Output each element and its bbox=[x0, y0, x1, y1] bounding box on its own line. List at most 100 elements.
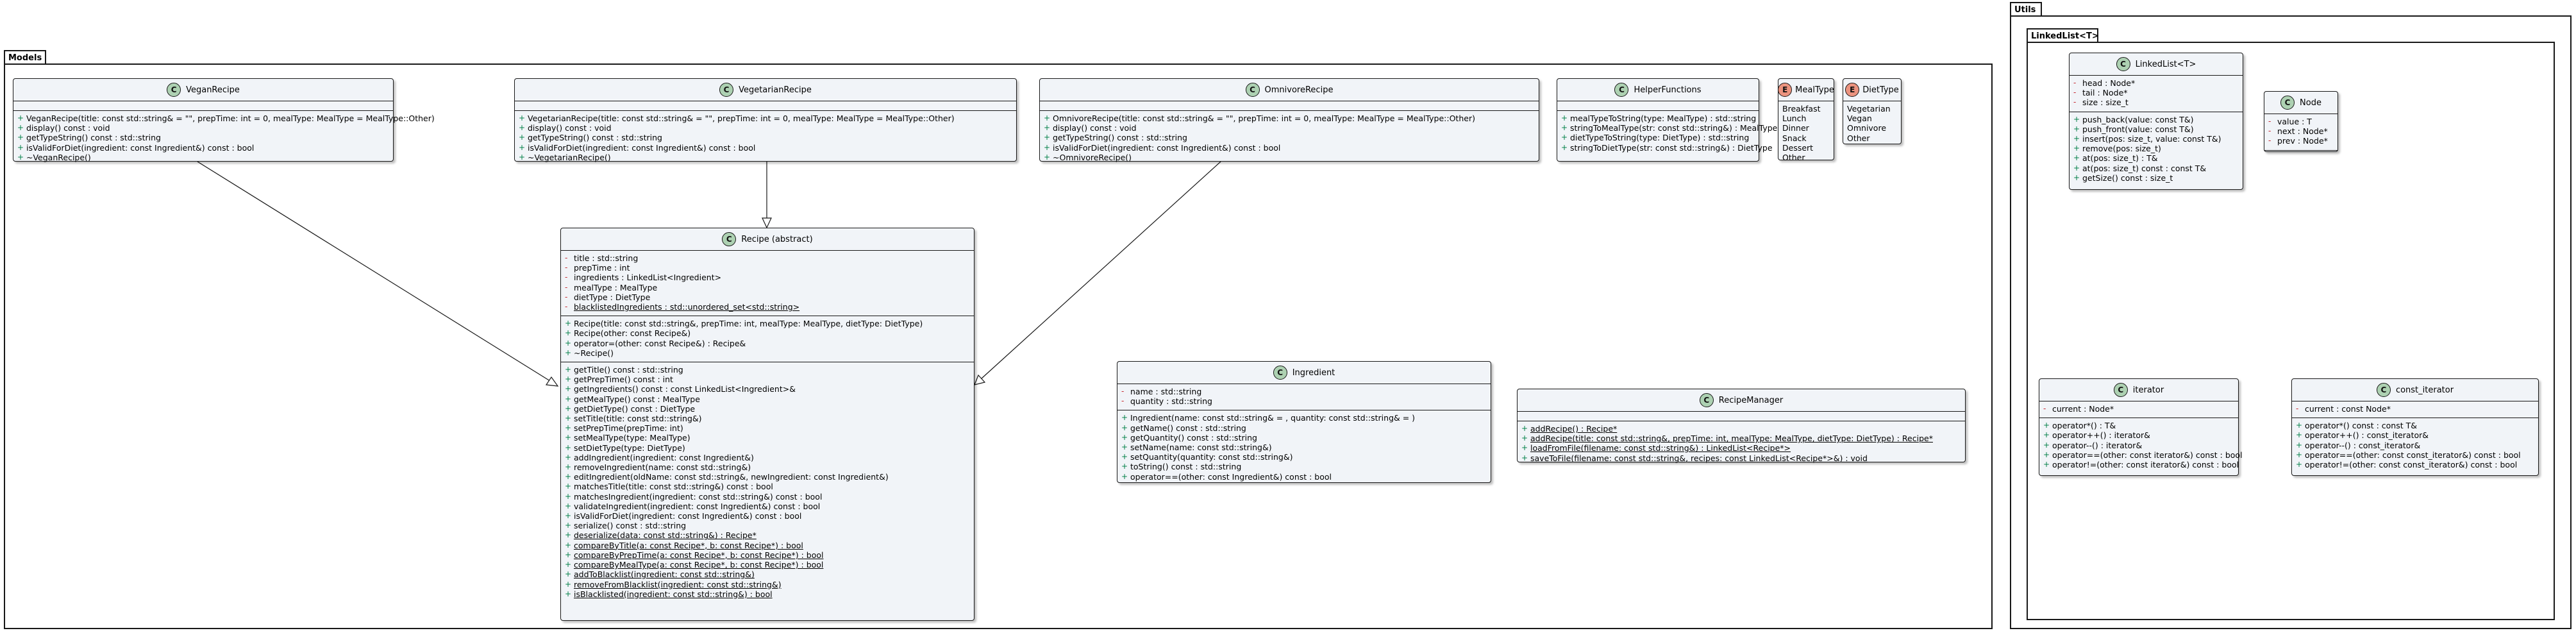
member-text: setQuantity(quantity: const std::string&… bbox=[1130, 452, 1293, 462]
member-text: next : Node* bbox=[2277, 126, 2328, 137]
member-text: isValidForDiet(ingredient: const Ingredi… bbox=[26, 142, 255, 153]
class-name: VegetarianRecipe bbox=[739, 85, 812, 95]
public-visibility-icon: + bbox=[1044, 114, 1051, 122]
member-row: +getPrepTime() const : int bbox=[565, 375, 970, 384]
public-visibility-icon: + bbox=[565, 328, 572, 338]
methods-section: +getTitle() const : std::string+getPrepT… bbox=[561, 362, 974, 603]
member-row: +setPrepTime(prepTime: int) bbox=[565, 423, 970, 433]
attributes-section bbox=[1040, 101, 1539, 110]
enum-value: Vegan bbox=[1847, 114, 1872, 124]
member-text: operator==(other: const const_iterator&)… bbox=[2305, 450, 2521, 460]
member-row: -value : T bbox=[2268, 117, 2334, 126]
private-visibility-icon: - bbox=[2268, 136, 2271, 146]
member-text: isValidForDiet(ingredient: const Ingredi… bbox=[528, 142, 756, 153]
attributes-section: -name : std::string-quantity : std::stri… bbox=[1117, 384, 1491, 410]
public-visibility-icon: + bbox=[2073, 163, 2080, 173]
attributes-section: -current : const Node* bbox=[2292, 401, 2538, 418]
class-badge-icon: C bbox=[1273, 366, 1287, 380]
member-text: operator--() : const_iterator& bbox=[2305, 440, 2421, 450]
member-row: +getTypeString() const : std::string bbox=[1044, 133, 1535, 142]
package-linkedlist-tab: LinkedList<T> bbox=[2027, 28, 2099, 42]
methods-section: +addRecipe() : Recipe*+addRecipe(title: … bbox=[1518, 421, 1965, 467]
member-text: ingredients : LinkedList<Ingredient> bbox=[574, 273, 722, 283]
member-text: addToBlacklist(ingredient: const std::st… bbox=[574, 570, 755, 580]
public-visibility-icon: + bbox=[1121, 432, 1128, 442]
member-row: +addRecipe() : Recipe* bbox=[1521, 424, 1961, 434]
public-visibility-icon: + bbox=[2073, 124, 2080, 133]
private-visibility-icon: - bbox=[2268, 117, 2271, 126]
public-visibility-icon: + bbox=[1521, 424, 1528, 433]
public-visibility-icon: + bbox=[2043, 440, 2050, 450]
member-row: +push_back(value: const T&) bbox=[2073, 115, 2239, 124]
public-visibility-icon: + bbox=[2296, 430, 2303, 440]
public-visibility-icon: + bbox=[565, 579, 572, 589]
member-row: +mealTypeToString(type: MealType) : std:… bbox=[1561, 114, 1756, 123]
member-row: +getQuantity() const : std::string bbox=[1121, 433, 1487, 443]
public-visibility-icon: + bbox=[565, 589, 572, 598]
class-badge-icon: C bbox=[719, 83, 734, 97]
methods-section: +operator*() : T&+operator++() : iterato… bbox=[2039, 418, 2243, 473]
class-badge-icon: C bbox=[2280, 96, 2295, 110]
public-visibility-icon: + bbox=[1521, 453, 1528, 462]
member-row: +remove(pos: size_t) bbox=[2073, 144, 2239, 153]
private-visibility-icon: - bbox=[565, 263, 568, 273]
public-visibility-icon: + bbox=[565, 472, 572, 482]
member-row: +operator==(other: const const_iterator&… bbox=[2296, 450, 2534, 460]
member-text: getQuantity() const : std::string bbox=[1130, 432, 1257, 443]
public-visibility-icon: + bbox=[519, 114, 526, 122]
member-text: ~VeganRecipe() bbox=[26, 152, 91, 162]
member-text: VeganRecipe(title: const std::string& = … bbox=[26, 114, 435, 123]
member-row: -prev : Node* bbox=[2268, 136, 2334, 146]
member-text: operator==(other: const iterator&) const… bbox=[2052, 450, 2243, 460]
member-row: -current : Node* bbox=[2043, 404, 2234, 414]
member-row: +isValidForDiet(ingredient: const Ingred… bbox=[519, 143, 1012, 153]
public-visibility-icon: + bbox=[17, 123, 24, 133]
public-visibility-icon: + bbox=[1561, 142, 1568, 152]
member-text: Recipe(title: const std::string&, prepTi… bbox=[574, 319, 923, 329]
member-row: +OmnivoreRecipe(title: const std::string… bbox=[1044, 114, 1535, 123]
member-row: -mealType : MealType bbox=[565, 283, 970, 292]
public-visibility-icon: + bbox=[1121, 462, 1128, 471]
private-visibility-icon: - bbox=[1121, 396, 1125, 406]
member-text: operator++() : const_iterator& bbox=[2305, 430, 2429, 441]
attributes-section bbox=[13, 101, 393, 110]
member-row: -head : Node* bbox=[2073, 78, 2239, 88]
enum-value: Breakfast bbox=[1782, 104, 1821, 114]
public-visibility-icon: + bbox=[565, 511, 572, 521]
member-text: getPrepTime() const : int bbox=[574, 375, 673, 385]
member-row: +operator=(other: const Recipe&) : Recip… bbox=[565, 339, 970, 348]
member-row: +~Recipe() bbox=[565, 348, 970, 358]
private-visibility-icon: - bbox=[2296, 404, 2299, 413]
enum-name: DietType bbox=[1862, 85, 1899, 95]
member-text: current : const Node* bbox=[2305, 404, 2391, 414]
member-row: +addToBlacklist(ingredient: const std::s… bbox=[565, 570, 970, 579]
member-text: operator++() : iterator& bbox=[2052, 430, 2150, 441]
member-text: compareByTitle(a: const Recipe*, b: cons… bbox=[574, 540, 803, 550]
member-row: +editIngredient(oldName: const std::stri… bbox=[565, 472, 970, 482]
methods-section: +push_back(value: const T&)+push_front(v… bbox=[2070, 112, 2243, 187]
member-row: +matchesIngredient(ingredient: const std… bbox=[565, 492, 970, 502]
member-text: Ingredient(name: const std::string& = , … bbox=[1130, 413, 1416, 423]
member-row: +operator++() : const_iterator& bbox=[2296, 430, 2534, 440]
member-text: deserialize(data: const std::string&) : … bbox=[574, 530, 757, 541]
member-row: +at(pos: size_t) : T& bbox=[2073, 153, 2239, 163]
attributes-section: -value : T-next : Node*-prev : Node* bbox=[2264, 114, 2338, 150]
public-visibility-icon: + bbox=[565, 338, 572, 348]
member-row: +setTitle(title: const std::string&) bbox=[565, 414, 970, 423]
member-text: prepTime : int bbox=[574, 263, 630, 273]
class-badge-icon: C bbox=[2376, 383, 2391, 397]
member-text: tail : Node* bbox=[2082, 88, 2128, 98]
enum-value: Omnivore bbox=[1847, 123, 1887, 133]
member-text: stringToMealType(str: const std::string&… bbox=[1570, 123, 1778, 133]
member-text: operator=(other: const Recipe&) : Recipe… bbox=[574, 338, 746, 348]
member-row: +compareByTitle(a: const Recipe*, b: con… bbox=[565, 541, 970, 550]
member-row: +getDietType() const : DietType bbox=[565, 404, 970, 414]
public-visibility-icon: + bbox=[519, 133, 526, 142]
member-text: ~OmnivoreRecipe() bbox=[1053, 152, 1132, 162]
methods-section: +operator*() const : const T&+operator++… bbox=[2292, 418, 2538, 473]
attributes-section bbox=[515, 101, 1016, 110]
